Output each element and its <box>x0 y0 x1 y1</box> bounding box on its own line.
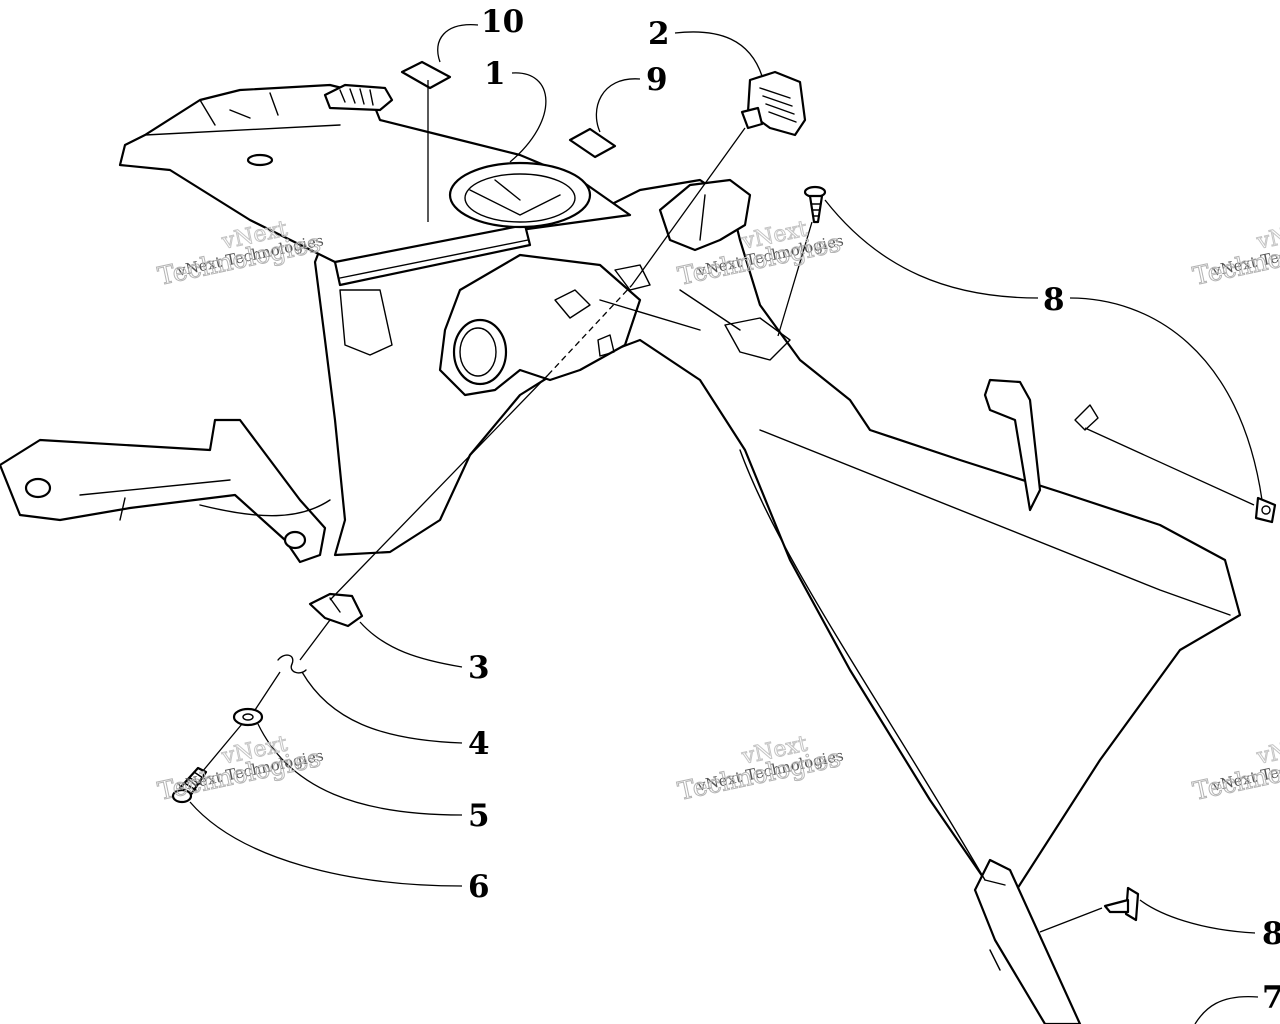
hood-body-part <box>0 83 1242 1024</box>
clip-part <box>308 592 364 628</box>
callouts: 10 1 9 2 8 3 4 5 6 8 7 <box>468 4 1280 1016</box>
leader-line-6 <box>189 801 463 887</box>
callout-1: 1 <box>484 56 506 92</box>
leader-line-7 <box>1194 995 1259 1024</box>
washer-part <box>232 707 264 727</box>
bolt-part <box>171 766 208 804</box>
assembly-line <box>631 127 746 286</box>
decal-10-part <box>400 60 452 90</box>
watermark-6: vNext vNext Technologies Technologies <box>1190 731 1280 806</box>
leader-line-8-top <box>824 199 1039 299</box>
watermark-3: vNext vNext Technologies Technologies <box>1190 216 1280 291</box>
callout-10: 10 <box>481 4 524 40</box>
callout-7: 7 <box>1262 980 1280 1016</box>
leader-line-10 <box>437 24 479 63</box>
assembly-line <box>547 284 633 376</box>
callout-9: 9 <box>646 62 668 98</box>
watermark-5: vNext vNext Technologies Technologies <box>675 731 845 806</box>
assembly-line <box>329 374 549 601</box>
screw-8-lower-part <box>1103 886 1140 922</box>
assembly-line <box>299 619 331 661</box>
spring-clip-part <box>277 654 307 674</box>
watermark-4: vNext vNext Technologies Technologies <box>155 731 325 806</box>
callout-8-top: 8 <box>1043 282 1065 318</box>
watermark-1: vNext vNext Technologies Technologies <box>155 216 325 291</box>
screw-8-right-part <box>1254 496 1277 524</box>
leader-line-8-right <box>1069 297 1263 501</box>
assembly-line <box>1084 427 1255 506</box>
leader-line-3 <box>359 621 463 668</box>
callout-5: 5 <box>468 798 490 834</box>
callout-3: 3 <box>468 650 490 686</box>
callout-4: 4 <box>468 726 490 762</box>
assembly-line <box>777 221 813 337</box>
leader-line-8-lower <box>1139 899 1256 934</box>
leader-line-4 <box>301 671 463 744</box>
leader-line-2 <box>674 31 763 77</box>
leader-line-5 <box>257 723 463 816</box>
knob-part <box>740 70 807 137</box>
callout-6: 6 <box>468 869 490 905</box>
callout-8-lower: 8 <box>1262 916 1280 952</box>
decal-9-part <box>568 127 617 159</box>
assembly-line <box>254 671 281 711</box>
assembly-line <box>1039 907 1103 933</box>
leader-line-9 <box>595 78 641 133</box>
leader-line-1 <box>509 72 547 163</box>
screw-8-top-part <box>803 185 827 224</box>
callout-2: 2 <box>648 16 670 52</box>
assembly-line <box>201 723 243 773</box>
